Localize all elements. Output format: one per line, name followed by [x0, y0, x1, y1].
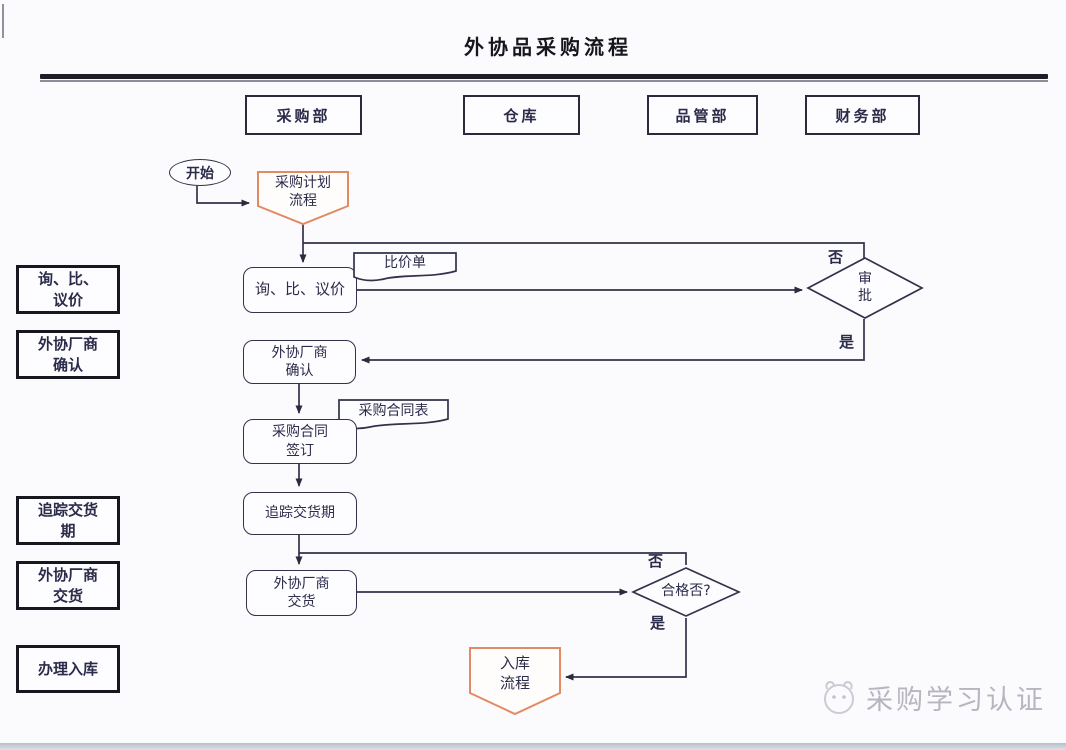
- track-node: 追踪交货期: [243, 492, 357, 535]
- contract-node: 采购合同 签订: [243, 419, 357, 464]
- dept-box-finance: 财务部: [805, 95, 920, 135]
- confirm-node: 外协厂商 确认: [243, 340, 356, 384]
- scan-edge-artifact: [2, 4, 4, 38]
- price-note-label: 比价单: [384, 255, 426, 271]
- approval-label: 审 批: [858, 271, 872, 304]
- page-title: 外协品采购流程: [464, 35, 632, 59]
- start-node: 开始: [169, 159, 231, 186]
- price-note: 比价单: [352, 251, 458, 287]
- qualified-label: 合格否?: [661, 583, 711, 599]
- lane-label-confirm: 外协厂商 确认: [16, 330, 120, 379]
- inquiry-node: 询、比、议价: [243, 267, 357, 313]
- label-approval-no: 否: [828, 248, 844, 266]
- label-qualified-yes: 是: [650, 614, 666, 632]
- dept-box-purchasing: 采购部: [245, 95, 362, 135]
- lane-label-warehouse: 办理入库: [16, 645, 120, 693]
- lane-label-track: 追踪交货 期: [16, 496, 120, 545]
- contract-note: 采购合同表: [337, 398, 450, 435]
- plan-process-node: 采购计划 流程: [256, 170, 350, 226]
- watermark-text: 采购学习认证: [866, 685, 1046, 716]
- warehouse-process-label: 入库 流程: [499, 654, 530, 692]
- connector-approval-yes-to-confirm: [361, 319, 865, 364]
- connector-qualified-yes-to-warehouse: [565, 618, 687, 681]
- connector-qualified-no-loop: [299, 552, 687, 565]
- lane-label-inquiry: 询、比、 议价: [16, 265, 120, 314]
- warehouse-process-node: 入库 流程: [468, 646, 562, 716]
- dept-box-quality: 品管部: [647, 95, 758, 135]
- dept-box-warehouse: 仓库: [463, 95, 580, 135]
- connector-start-to-plan: [196, 186, 250, 207]
- plan-process-label: 采购计划 流程: [275, 175, 331, 210]
- label-approval-yes: 是: [839, 333, 855, 351]
- lane-label-delivery: 外协厂商 交货: [16, 561, 120, 610]
- label-qualified-no: 否: [648, 552, 664, 570]
- connector-approval-no-loop: [303, 242, 865, 259]
- qualified-diamond: 合格否?: [631, 566, 741, 618]
- contract-note-label: 采购合同表: [358, 403, 429, 419]
- watermark-logo-icon: [824, 680, 854, 714]
- delivery-node: 外协厂商 交货: [246, 570, 357, 616]
- approval-diamond: 审 批: [806, 256, 924, 320]
- bottom-edge-band: [0, 743, 1066, 750]
- header-divider: [40, 74, 1048, 82]
